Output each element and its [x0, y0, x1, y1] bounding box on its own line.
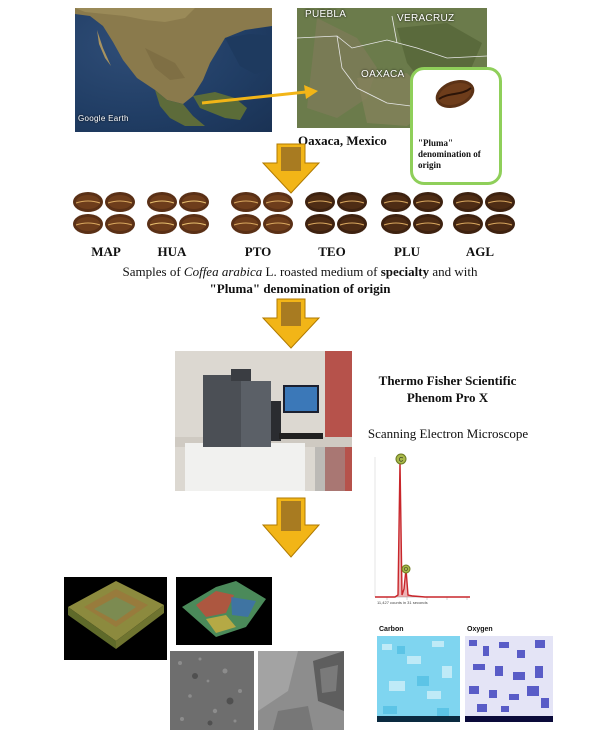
peak-marker-oxygen: [401, 564, 411, 574]
mexico-landmass: [75, 8, 272, 126]
pluma-caption: "Pluma" denomination of origin: [418, 138, 481, 170]
down-arrow-3: [261, 497, 321, 558]
carbon-map-label: Carbon: [379, 626, 404, 633]
oxygen-map-label: Oxygen: [467, 626, 493, 633]
map-connector-arrow: [201, 85, 318, 105]
sample-label-pto: PTO: [244, 244, 272, 259]
sample-label-map: MAP: [91, 244, 121, 259]
bean-group-agl: [450, 190, 522, 238]
surface-topography-3d-2: [176, 577, 272, 645]
pluma-origin-text: "Pluma" denomination of origin: [209, 281, 391, 296]
peak-marker-carbon-label: C: [399, 458, 404, 464]
bean-group-map: [70, 190, 142, 238]
mexico-satellite-map: Google Earth: [75, 8, 272, 132]
topography-surface-1: [68, 581, 164, 649]
peak-marker-oxygen-label: O: [404, 567, 408, 573]
single-bean-icon: [435, 79, 475, 109]
instrument-name: Thermo Fisher Scientific Phenom Pro X: [378, 373, 517, 405]
pluma-origin-box: [410, 67, 502, 185]
sem-texture-2: [258, 651, 344, 730]
carbon-map-image: [377, 636, 460, 722]
spectrum-line: [375, 460, 470, 598]
samples-caption: Samples of Coffea arabica L. roasted med…: [122, 264, 478, 296]
sample-label-plu: PLU: [394, 244, 420, 259]
surface-topography-3d-1: [64, 577, 167, 660]
sem-micrograph-2: [258, 651, 344, 730]
bean-group-hua: [144, 190, 216, 238]
sem-micrograph-1: [170, 651, 254, 730]
sample-label-hua: HUA: [157, 244, 187, 259]
map-label-oaxaca: OAXACA: [361, 69, 405, 80]
topography-surface-2: [182, 581, 266, 637]
google-earth-watermark: Google Earth: [78, 114, 129, 123]
bean-group-pto: [228, 190, 300, 238]
spectrum-caption: 11,427 counts in 31 seconds: [377, 600, 428, 605]
bean-group-plu: [378, 190, 450, 238]
instrument-type: Scanning Electron Microscope: [367, 426, 529, 441]
oxygen-map-image: [465, 636, 553, 722]
location-label: Oaxaca, Mexico: [298, 133, 387, 148]
species-name: Coffea arabica: [183, 264, 263, 279]
map-label-veracruz: VERACRUZ: [397, 13, 455, 24]
down-arrow-1: [261, 143, 321, 194]
down-arrow-2: [261, 298, 321, 349]
microscope-photo: [175, 351, 352, 491]
sem-texture-1: [170, 651, 254, 730]
spectrum-plot: C O: [374, 453, 470, 600]
bean-group-teo: [302, 190, 374, 238]
sample-label-agl: AGL: [465, 244, 495, 259]
map-label-puebla: PUEBLA: [305, 9, 347, 20]
sample-label-teo: TEO: [318, 244, 346, 259]
eds-spectrum: C O 11,427 counts in 31 seconds: [365, 449, 475, 605]
element-map-oxygen: Oxygen: [465, 626, 553, 726]
microscope-illustration: [175, 351, 352, 491]
peak-marker-carbon: [395, 453, 407, 465]
element-map-carbon: Carbon: [377, 626, 460, 726]
